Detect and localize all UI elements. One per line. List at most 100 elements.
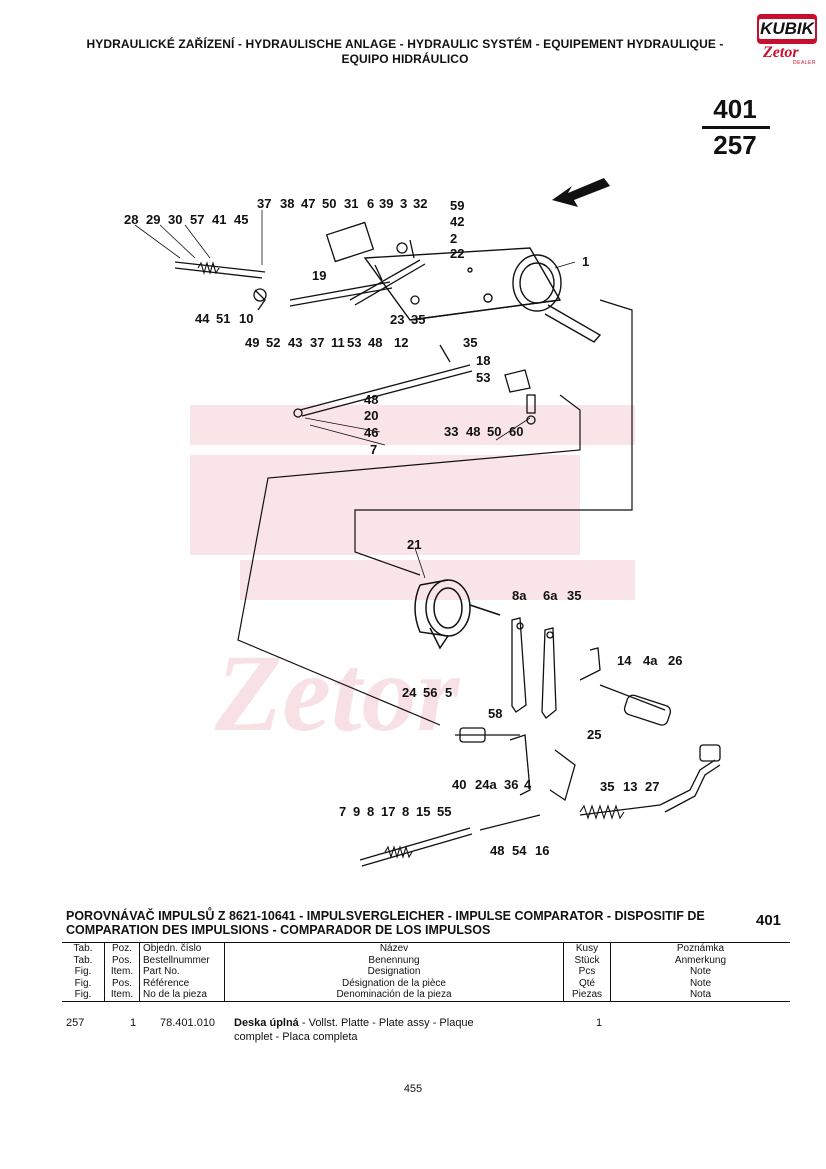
callout: 9 [353, 804, 360, 819]
col-tab: Tab. [73, 954, 93, 966]
callout: 48 [490, 843, 504, 858]
plate-assy-drawing [363, 247, 602, 343]
header-row-en: Fig. Item. Part No. Designation Pcs Note [62, 966, 790, 978]
callout: 43 [288, 335, 302, 350]
part-name-line2: complet - Placa completa [234, 1031, 358, 1043]
callout: 35 [567, 588, 581, 603]
levers-8a-6a [511, 617, 557, 719]
logo-brand: KUBIK [759, 19, 815, 39]
col-qty: Pcs [563, 966, 611, 978]
col-pos: Pos. [104, 954, 140, 966]
header-row-fr: Fig. Pos. Référence Désignation de la pi… [62, 977, 790, 989]
col-tab: Tab. [62, 942, 105, 955]
col-qty: Stück [563, 954, 611, 966]
callout: 57 [190, 212, 204, 227]
col-pos: Item. [104, 966, 140, 978]
callout: 41 [212, 212, 226, 227]
callout: 50 [322, 196, 336, 211]
callout: 21 [407, 537, 421, 552]
callout: 19 [312, 268, 326, 283]
col-note: Poznámka [610, 942, 790, 955]
callout: 45 [234, 212, 248, 227]
callout: 2 [450, 231, 457, 246]
part-name-bold: Deska úplná [234, 1017, 299, 1029]
callout-labels: 37 38 47 50 31 6 39 3 32 59 42 2 22 28 2… [124, 196, 682, 858]
callout: 27 [645, 779, 659, 794]
callout: 8 [402, 804, 409, 819]
col-note: Anmerkung [610, 954, 790, 966]
callout: 37 [310, 335, 324, 350]
callout: 15 [416, 804, 430, 819]
lever-assembly [293, 344, 536, 425]
callout: 1 [582, 254, 589, 269]
col-tab: Fig. [74, 977, 92, 989]
callout: 44 [195, 311, 210, 326]
col-part: Part No. [139, 966, 225, 978]
callout: 31 [344, 196, 358, 211]
page-header: HYDRAULICKÉ ZAŘÍZENÍ - HYDRAULISCHE ANLA… [60, 37, 750, 67]
section-number: 401 [756, 912, 782, 929]
part-pos: 1 [130, 1017, 137, 1029]
col-part: Bestellnummer [139, 954, 225, 966]
watermark [190, 405, 635, 600]
callout: 35 [411, 312, 425, 327]
callout: 48 [368, 335, 382, 350]
callout: 48 [364, 392, 378, 407]
leader-lines [134, 210, 576, 579]
callout: 60 [509, 424, 523, 439]
callout: 24a [475, 777, 497, 792]
col-qty: Piezas [563, 989, 611, 1002]
callout: 58 [488, 706, 502, 721]
page-ref-divider [702, 126, 770, 129]
callout: 26 [668, 653, 682, 668]
callout: 23 [390, 312, 404, 327]
callout: 22 [450, 246, 464, 261]
callout: 37 [257, 196, 271, 211]
callout: 53 [347, 335, 361, 350]
col-note: Note [610, 966, 790, 978]
callout: 16 [535, 843, 549, 858]
callout: 4 [524, 777, 532, 792]
callout: 6a [543, 588, 558, 603]
col-part: Référence [139, 977, 225, 989]
logo-tag: DEALER [793, 60, 817, 66]
callout: 4a [643, 653, 658, 668]
col-note: Nota [610, 989, 790, 1002]
col-pos: Poz. [104, 942, 140, 955]
kubik-zetor-logo: KUBIK Zetor DEALER [757, 14, 819, 66]
header-line-1: HYDRAULICKÉ ZAŘÍZENÍ - HYDRAULISCHE ANLA… [86, 37, 724, 51]
col-note: Note [610, 977, 790, 989]
callout: 48 [466, 424, 480, 439]
part-number: 78.401.010 [160, 1017, 216, 1029]
part-name-rest: - Vollst. Platte - Plate assy - Plaque [298, 1017, 474, 1029]
callout: 30 [168, 212, 182, 227]
callout: 29 [146, 212, 160, 227]
col-name: Désignation de la pièce [224, 977, 564, 989]
col-name: Název [224, 942, 564, 955]
callout: 35 [600, 779, 614, 794]
impulse-comparator-drawing [414, 579, 501, 650]
callout: 51 [216, 311, 230, 326]
callout: 20 [364, 408, 378, 423]
header-line-2: EQUIPO HIDRÁULICO [341, 52, 469, 66]
col-tab: Fig. [74, 966, 92, 977]
callout: 7 [339, 804, 346, 819]
part-name: Deska úplná - Vollst. Platte - Plate ass… [234, 1016, 564, 1044]
header-row-cz: Tab. Poz. Objedn. číslo Název Kusy Pozná… [62, 942, 790, 955]
callout: 18 [476, 353, 490, 368]
part-qty: 1 [596, 1017, 603, 1029]
col-tab: Fig. [62, 989, 105, 1002]
upper-rods [174, 221, 426, 311]
col-qty: Qté [563, 977, 611, 989]
col-name: Benennung [224, 954, 564, 966]
callout: 32 [413, 196, 427, 211]
col-part: No de la pieza [139, 989, 225, 1002]
callout: 8a [512, 588, 527, 603]
callout: 25 [587, 727, 601, 742]
callout: 40 [452, 777, 466, 792]
callout: 47 [301, 196, 315, 211]
col-name: Designation [224, 966, 564, 978]
callout: 55 [437, 804, 451, 819]
callout: 59 [450, 198, 464, 213]
callout: 8 [367, 804, 374, 819]
